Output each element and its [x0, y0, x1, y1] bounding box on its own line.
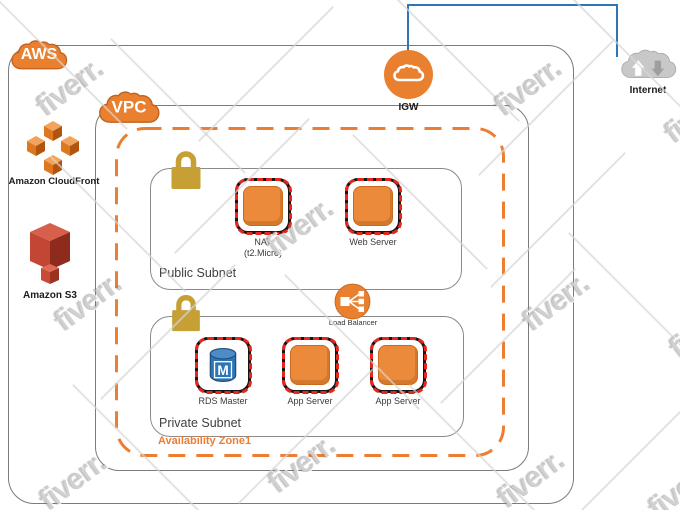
rds-master-label: RDS Master [198, 396, 248, 406]
public-subnet-lock-icon [171, 151, 201, 189]
private-subnet-lock-icon [172, 295, 200, 332]
internet-cloud-icon [621, 49, 677, 79]
cloudfront-label: Amazon CloudFront [8, 176, 100, 187]
nat-instance-icon [234, 177, 292, 235]
aws-label: AWS [20, 45, 58, 63]
web-server-label: Web Server [349, 237, 397, 247]
web-server-node: Web Server [328, 177, 418, 248]
aws-cloud-badge: AWS [10, 39, 68, 75]
app-server-node: App Server [265, 336, 355, 407]
igw-icon [384, 50, 433, 99]
s3-label: Amazon S3 [23, 290, 77, 301]
internet-label: Internet [629, 85, 667, 96]
load-balancer-icon [334, 283, 371, 320]
cloudfront-icon [27, 121, 79, 175]
nat-instance-node: NAT (t2.Micro) [218, 177, 308, 260]
web-server-icon [344, 177, 402, 235]
s3-icon [30, 223, 70, 284]
nat-instance-label: NAT [254, 237, 272, 247]
app-server-label: App Server [375, 396, 421, 406]
app-server-icon [281, 336, 339, 394]
svg-text:M: M [217, 363, 228, 378]
rds-master-node: M RDS Master [178, 336, 268, 407]
app-server-node: App Server [353, 336, 443, 407]
load-balancer-label: Load Balancer [328, 318, 378, 327]
app-server-icon [369, 336, 427, 394]
vpc-badge: VPC [96, 90, 162, 129]
nat-instance-sublabel: (t2.Micro) [244, 248, 282, 259]
app-server-label: App Server [287, 396, 333, 406]
rds-database-icon: M [209, 347, 237, 383]
rds-master-icon: M [194, 336, 252, 394]
igw-label: IGW [398, 102, 419, 113]
vpc-label: VPC [111, 97, 147, 117]
